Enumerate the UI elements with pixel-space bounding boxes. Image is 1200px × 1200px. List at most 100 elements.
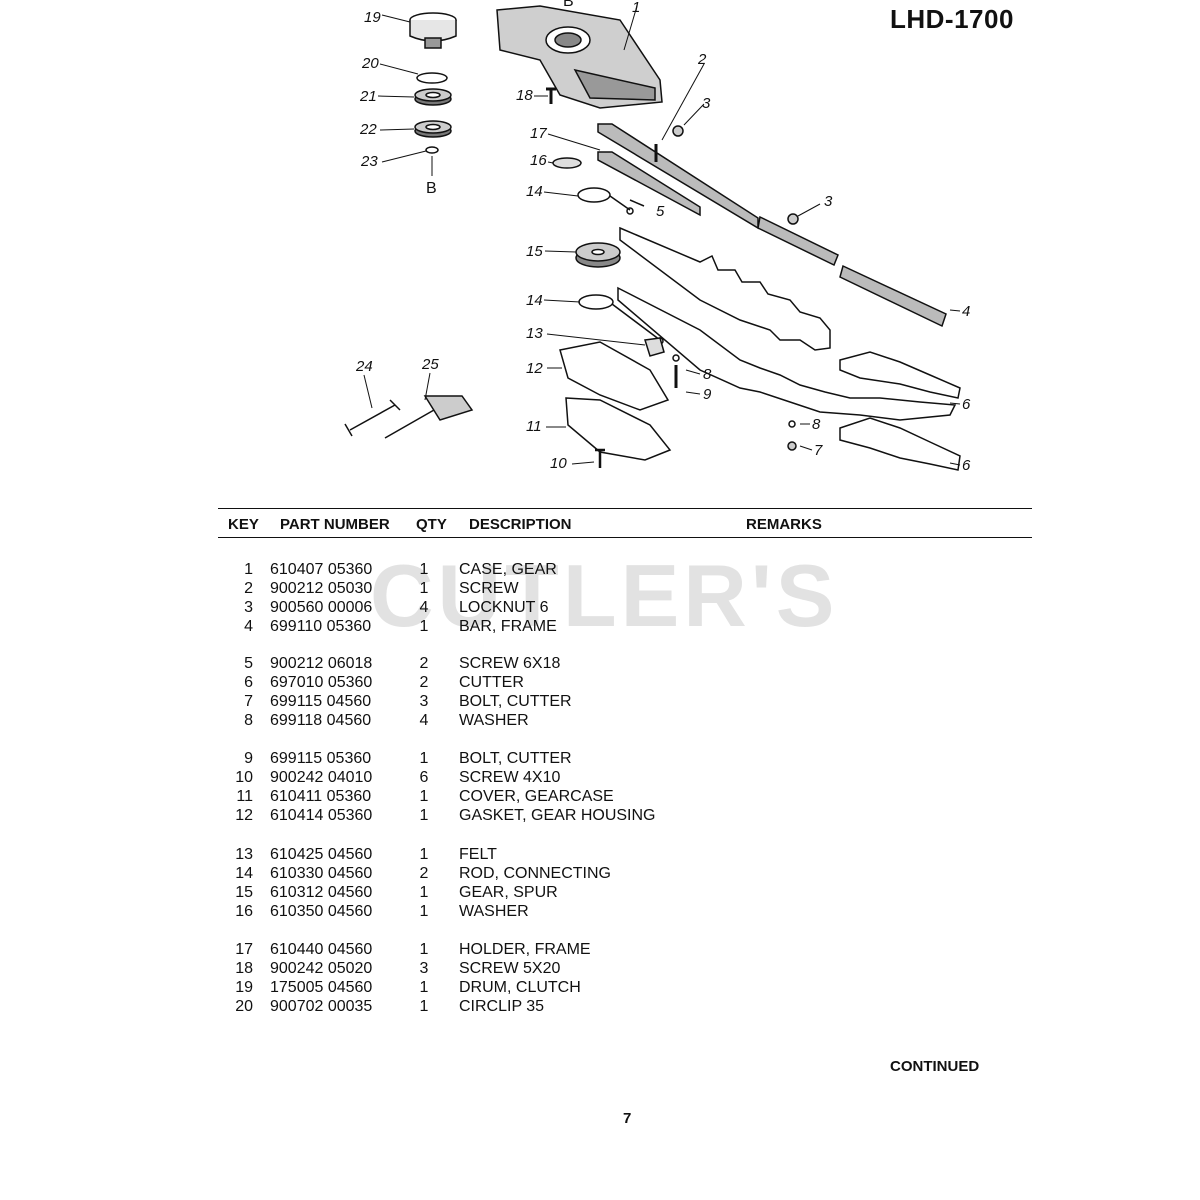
description-cell: BOLT, CUTTER bbox=[459, 750, 572, 767]
callout-B-upper: B bbox=[563, 0, 574, 10]
qty-cell: 1 bbox=[419, 979, 429, 996]
part-number-cell: 610330 04560 bbox=[270, 865, 373, 882]
part-number-cell: 900212 06018 bbox=[270, 655, 373, 672]
callout-16: 16 bbox=[530, 152, 547, 169]
qty-cell: 1 bbox=[419, 580, 429, 597]
bearing-lower-part bbox=[414, 120, 452, 138]
description-cell: BOLT, CUTTER bbox=[459, 693, 572, 710]
callout-1: 1 bbox=[632, 0, 640, 16]
callout-B-lower: B bbox=[426, 180, 437, 197]
qty-cell: 3 bbox=[419, 693, 429, 710]
washer-part bbox=[552, 157, 582, 169]
part-number-cell: 610312 04560 bbox=[270, 884, 373, 901]
callout-17: 17 bbox=[530, 125, 547, 142]
callout-3b: 3 bbox=[824, 193, 833, 210]
header-remarks: REMARKS bbox=[746, 516, 822, 533]
qty-cell: 1 bbox=[419, 884, 429, 901]
clutch-drum-part bbox=[409, 12, 457, 49]
qty-cell: 4 bbox=[419, 599, 429, 616]
qty-cell: 2 bbox=[419, 865, 429, 882]
key-cell: 3 bbox=[244, 599, 253, 616]
callout-9: 9 bbox=[703, 386, 712, 403]
header-key: KEY bbox=[228, 516, 259, 533]
bolt-cutter-7-part bbox=[787, 441, 797, 451]
callout-24: 24 bbox=[355, 358, 373, 375]
exploded-parts-diagram: 19 20 21 22 23 B B 1 2 3 18 17 16 14 5 3… bbox=[344, 0, 971, 474]
key-cell: 13 bbox=[235, 846, 253, 863]
qty-cell: 1 bbox=[419, 846, 429, 863]
description-cell: BAR, FRAME bbox=[459, 618, 557, 635]
part-number-cell: 900560 00006 bbox=[270, 599, 373, 616]
part-number-cell: 900242 05020 bbox=[270, 960, 373, 977]
gear-case-part bbox=[496, 5, 663, 109]
key-cell: 11 bbox=[236, 788, 253, 805]
cutter-blade-lower-part bbox=[617, 286, 961, 421]
qty-cell: 2 bbox=[419, 655, 429, 672]
callout-6b: 6 bbox=[962, 457, 971, 474]
table-header-rule bbox=[218, 537, 1032, 538]
description-cell: COVER, GEARCASE bbox=[459, 788, 614, 805]
key-cell: 7 bbox=[244, 693, 253, 710]
description-cell: WASHER bbox=[459, 712, 529, 729]
callout-7: 7 bbox=[814, 442, 823, 459]
callout-12: 12 bbox=[526, 360, 543, 377]
callout-14b: 14 bbox=[526, 292, 543, 309]
part-number-cell: 900702 00035 bbox=[270, 998, 373, 1015]
callout-18: 18 bbox=[516, 87, 533, 104]
description-cell: CASE, GEAR bbox=[459, 561, 557, 578]
screw-18-part bbox=[546, 87, 556, 104]
qty-cell: 6 bbox=[419, 769, 429, 786]
callout-25: 25 bbox=[421, 356, 439, 373]
key-cell: 8 bbox=[244, 712, 253, 729]
description-cell: CUTTER bbox=[459, 674, 524, 691]
description-cell: SCREW 5X20 bbox=[459, 960, 561, 977]
callout-13: 13 bbox=[526, 325, 543, 342]
header-description: DESCRIPTION bbox=[469, 516, 572, 533]
connecting-rod-upper-part bbox=[577, 187, 634, 215]
key-cell: 5 bbox=[244, 655, 253, 672]
key-cell: 4 bbox=[244, 618, 253, 635]
callout-20: 20 bbox=[361, 55, 379, 72]
ring-part bbox=[425, 146, 439, 154]
description-cell: DRUM, CLUTCH bbox=[459, 979, 581, 996]
key-cell: 18 bbox=[235, 960, 253, 977]
qty-cell: 4 bbox=[419, 712, 429, 729]
callout-10: 10 bbox=[550, 455, 567, 472]
callout-3a: 3 bbox=[702, 95, 711, 112]
callout-15: 15 bbox=[526, 243, 543, 260]
key-cell: 15 bbox=[235, 884, 253, 901]
part-number-cell: 610407 05360 bbox=[270, 561, 373, 578]
qty-cell: 3 bbox=[419, 960, 429, 977]
qty-cell: 1 bbox=[419, 941, 429, 958]
description-cell: WASHER bbox=[459, 903, 529, 920]
wrench-tool-part bbox=[344, 399, 401, 437]
part-number-cell: 699115 04560 bbox=[270, 693, 372, 710]
qty-cell: 1 bbox=[419, 807, 429, 824]
key-cell: 14 bbox=[235, 865, 253, 882]
part-number-cell: 610440 04560 bbox=[270, 941, 373, 958]
header-qty: QTY bbox=[416, 516, 447, 533]
key-cell: 12 bbox=[235, 807, 253, 824]
cutter-blade-third-part bbox=[839, 417, 961, 471]
bearing-upper-part bbox=[414, 88, 452, 106]
key-cell: 2 bbox=[244, 580, 253, 597]
cutter-blade-upper-part bbox=[619, 226, 831, 351]
callout-2: 2 bbox=[697, 51, 707, 68]
callout-4: 4 bbox=[962, 303, 970, 320]
circlip-part bbox=[416, 72, 448, 84]
key-cell: 19 bbox=[235, 979, 253, 996]
key-cell: 17 bbox=[235, 941, 253, 958]
description-cell: SCREW bbox=[459, 580, 519, 597]
qty-cell: 1 bbox=[419, 561, 429, 578]
frame-bar-part bbox=[597, 123, 947, 328]
key-cell: 6 bbox=[244, 674, 253, 691]
felt-part bbox=[644, 337, 665, 357]
callout-8b: 8 bbox=[812, 416, 821, 433]
callout-22: 22 bbox=[359, 121, 377, 138]
description-cell: CIRCLIP 35 bbox=[459, 998, 545, 1015]
key-cell: 1 bbox=[244, 561, 253, 578]
washer-8-part bbox=[672, 354, 680, 362]
description-cell: HOLDER, FRAME bbox=[459, 941, 591, 958]
part-number-cell: 610411 05360 bbox=[270, 788, 372, 805]
description-cell: SCREW 6X18 bbox=[459, 655, 561, 672]
